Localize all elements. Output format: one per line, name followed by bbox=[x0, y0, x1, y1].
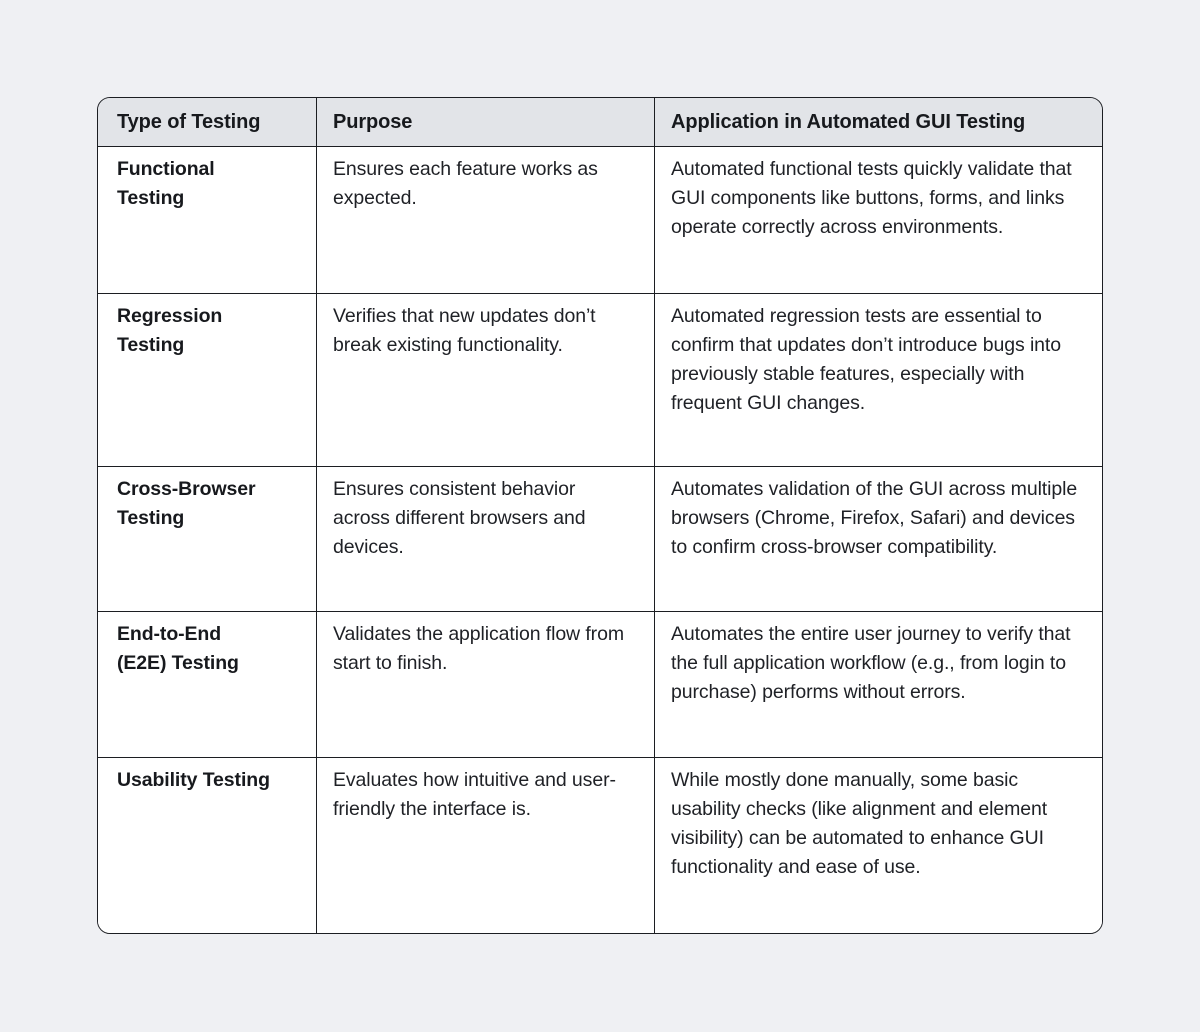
header-row: Type of Testing Purpose Application in A… bbox=[98, 98, 1102, 147]
cell-purpose: Ensures each feature works as expected. bbox=[317, 147, 655, 294]
cell-purpose: Ensures consistent behavior across diffe… bbox=[317, 467, 655, 612]
cell-purpose: Validates the application flow from star… bbox=[317, 612, 655, 758]
column-header-type-of-testing: Type of Testing bbox=[98, 98, 317, 147]
table: Type of Testing Purpose Application in A… bbox=[98, 98, 1102, 933]
table-row-cross-browser: Cross-Browser Testing Ensures consistent… bbox=[98, 467, 1102, 612]
cell-type: End-to-End (E2E) Testing bbox=[98, 612, 317, 758]
cell-purpose: Evaluates how intuitive and user-friendl… bbox=[317, 758, 655, 933]
cell-application: Automated regression tests are essential… bbox=[655, 294, 1102, 467]
table-body: Functional Testing Ensures each feature … bbox=[98, 147, 1102, 933]
cell-type: Functional Testing bbox=[98, 147, 317, 294]
table-row-usability: Usability Testing Evaluates how intuitiv… bbox=[98, 758, 1102, 933]
cell-application: Automates the entire user journey to ver… bbox=[655, 612, 1102, 758]
column-header-purpose: Purpose bbox=[317, 98, 655, 147]
column-header-application: Application in Automated GUI Testing bbox=[655, 98, 1102, 147]
table-row-end-to-end: End-to-End (E2E) Testing Validates the a… bbox=[98, 612, 1102, 758]
cell-application: Automates validation of the GUI across m… bbox=[655, 467, 1102, 612]
cell-type: Regression Testing bbox=[98, 294, 317, 467]
cell-application: While mostly done manually, some basic u… bbox=[655, 758, 1102, 933]
testing-types-table: Type of Testing Purpose Application in A… bbox=[97, 97, 1103, 934]
table-row-functional: Functional Testing Ensures each feature … bbox=[98, 147, 1102, 294]
table-header: Type of Testing Purpose Application in A… bbox=[98, 98, 1102, 147]
cell-type: Usability Testing bbox=[98, 758, 317, 933]
table-row-regression: Regression Testing Verifies that new upd… bbox=[98, 294, 1102, 467]
cell-type: Cross-Browser Testing bbox=[98, 467, 317, 612]
cell-application: Automated functional tests quickly valid… bbox=[655, 147, 1102, 294]
cell-purpose: Verifies that new updates don’t break ex… bbox=[317, 294, 655, 467]
